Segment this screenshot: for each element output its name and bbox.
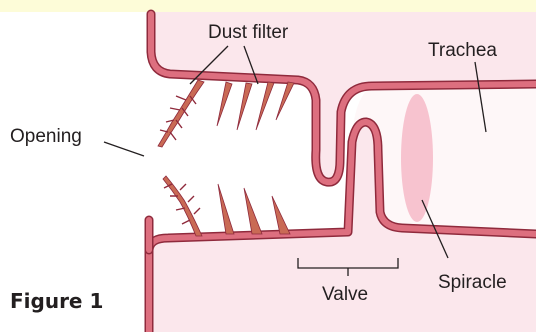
dust-filter-hairs [158,80,294,236]
figure-caption: Figure 1 [10,289,103,313]
valve-label: Valve [322,284,368,305]
spiracle-oval [401,94,433,222]
dust-filter-label: Dust filter [208,22,289,43]
spiracle-label: Spiracle [438,272,507,293]
top-band [0,0,536,12]
opening-label: Opening [10,126,82,147]
opening-leader [104,142,144,156]
trachea-label: Trachea [428,40,497,61]
